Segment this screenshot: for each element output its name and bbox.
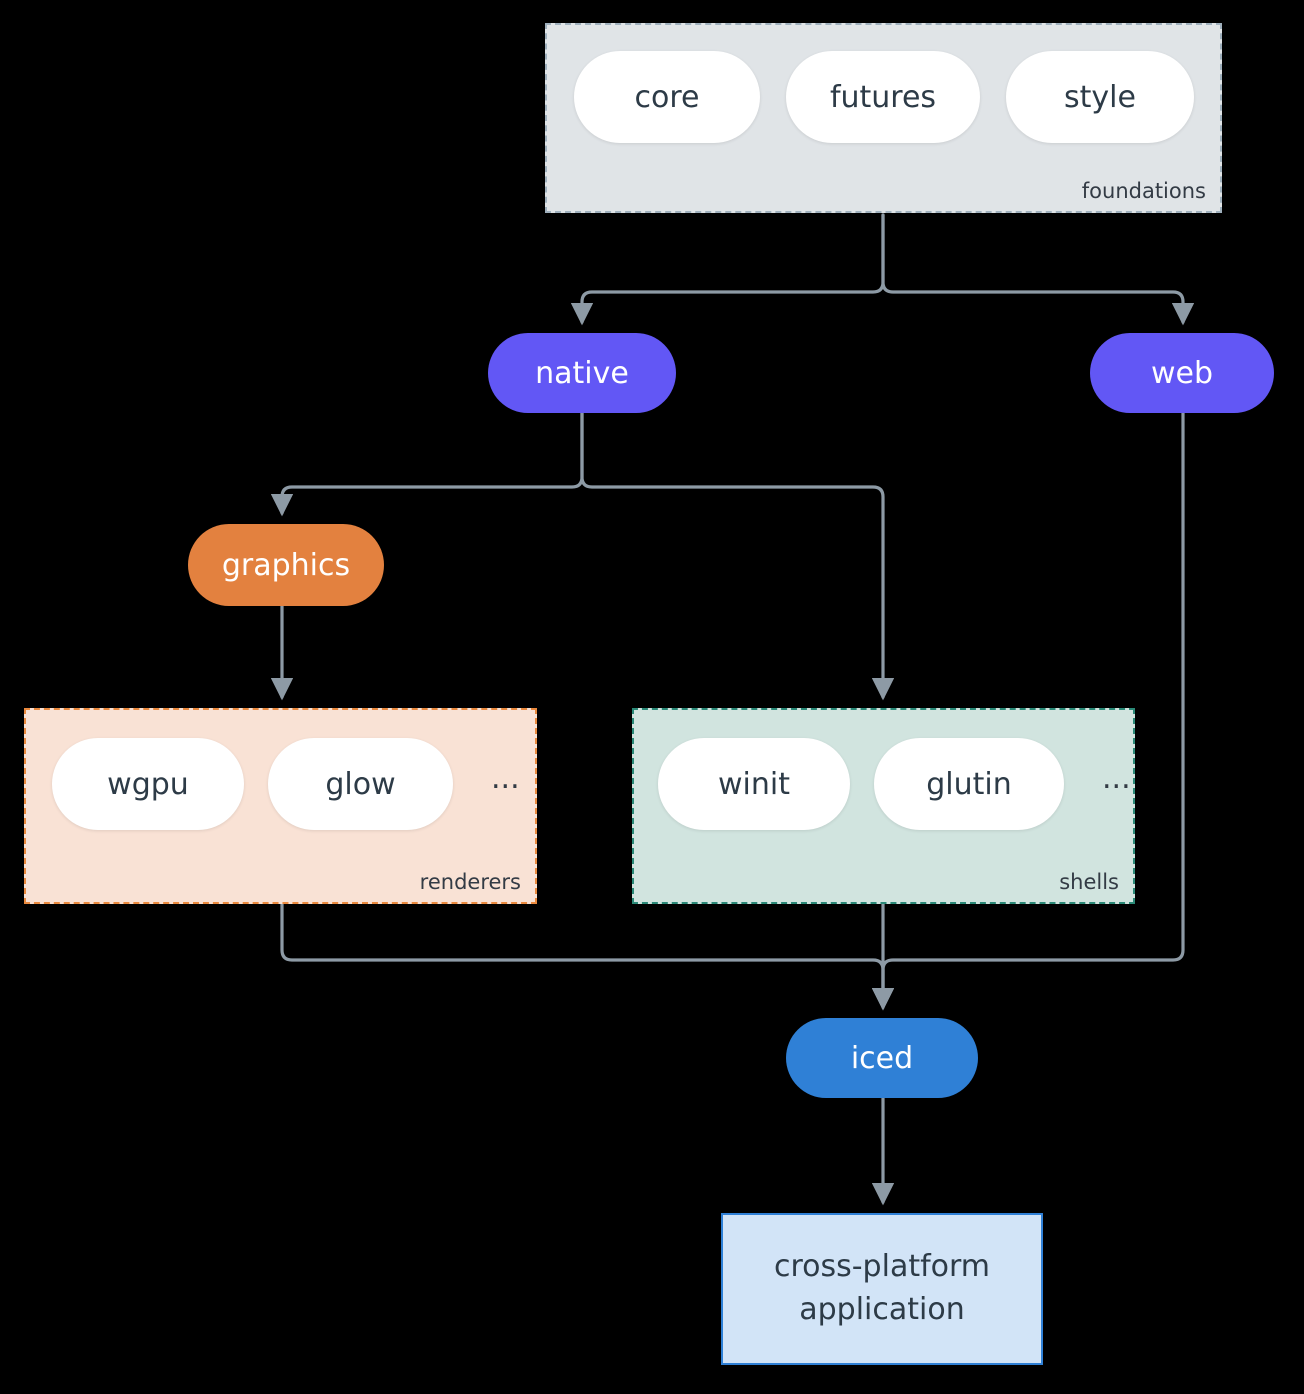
cluster-renderers[interactable]: wgpu glow ... renderers	[24, 708, 537, 904]
shells-more-ellipsis: ...	[1102, 761, 1131, 796]
edge-native-graphics	[270, 411, 584, 517]
cluster-foundations-label: foundations	[1081, 179, 1206, 203]
edge-foundations-web	[881, 213, 1195, 326]
node-iced[interactable]: iced	[786, 1018, 978, 1098]
node-core[interactable]: core	[574, 51, 760, 143]
cluster-shells[interactable]: winit glutin ... shells	[632, 708, 1135, 904]
node-cross-platform-application[interactable]: cross-platform application	[721, 1213, 1043, 1365]
node-web[interactable]: web	[1090, 333, 1274, 413]
node-wgpu[interactable]: wgpu	[52, 738, 244, 830]
node-winit[interactable]: winit	[658, 738, 850, 830]
node-glow[interactable]: glow	[268, 738, 453, 830]
cluster-shells-label: shells	[1059, 870, 1119, 894]
edge-renderers-iced	[280, 902, 895, 1011]
cluster-renderers-label: renderers	[419, 870, 521, 894]
cluster-foundations-items: core futures style	[574, 51, 1194, 143]
node-glutin[interactable]: glutin	[874, 738, 1064, 830]
application-line-1: cross-platform	[773, 1249, 991, 1285]
node-native[interactable]: native	[488, 333, 676, 413]
edge-foundations-native	[570, 213, 885, 326]
cluster-foundations[interactable]: core futures style foundations	[545, 23, 1222, 213]
cluster-shells-items: winit glutin ...	[658, 738, 1131, 830]
edge-native-shells	[580, 411, 895, 701]
node-graphics[interactable]: graphics	[188, 524, 384, 606]
application-line-2: application	[799, 1292, 965, 1327]
node-style[interactable]: style	[1006, 51, 1194, 143]
renderers-more-ellipsis: ...	[491, 761, 520, 796]
cluster-renderers-items: wgpu glow ...	[52, 738, 520, 830]
node-futures[interactable]: futures	[786, 51, 980, 143]
